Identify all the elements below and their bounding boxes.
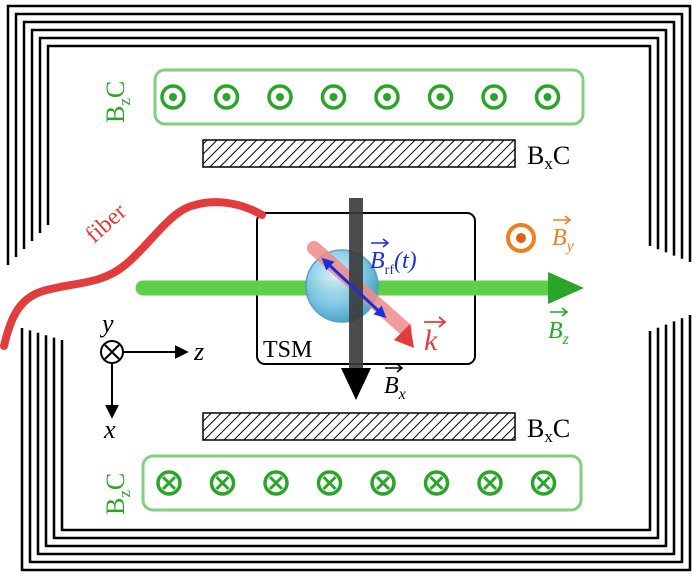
brf-label: Brf(t): [370, 248, 417, 278]
bx-coil-bottom: [202, 412, 516, 441]
coordinate-axes: y z x: [99, 309, 204, 444]
by-label: By: [552, 225, 575, 255]
cross-in-circle-icon-mark: [536, 475, 551, 491]
k-label: k: [424, 324, 438, 357]
shield-layer-bottom: [52, 327, 660, 540]
by-vector-arrow: [553, 215, 572, 225]
shield-layer-bottom: [20, 315, 692, 572]
bzc-top-label: BzC: [101, 81, 134, 123]
bxc-bottom-label: BxC: [527, 414, 570, 446]
shield-layer-top: [30, 28, 668, 253]
tsm-label: TSM: [263, 337, 312, 363]
by-out-of-plane-icon: [506, 223, 536, 253]
bzc-bottom-label: BzC: [101, 473, 134, 515]
axis-x-label: x: [103, 415, 116, 444]
dot-in-circle-icon-center: [329, 93, 338, 101]
dot-in-circle-icon-center: [383, 93, 391, 101]
shield-layer-bottom: [28, 318, 684, 564]
shield-layer-top: [38, 36, 660, 250]
cross-in-circle-icon-mark: [482, 475, 498, 491]
shield-layer-top: [46, 44, 652, 246]
shield-layer-bottom: [60, 331, 652, 532]
cross-in-circle-icon-mark: [268, 475, 284, 491]
shield-layer-top: [14, 12, 684, 259]
cross-in-circle-icon-mark: [322, 475, 337, 491]
dot-in-circle-icon-group: [160, 84, 561, 110]
bx-label: Bx: [384, 373, 406, 403]
bxc-top-label: BxC: [527, 141, 570, 173]
cross-in-circle-icon-mark: [429, 475, 444, 491]
bx-coil-top: [202, 139, 516, 168]
fiber-label: fiber: [81, 199, 132, 249]
bz-coil-bottom: [141, 454, 583, 512]
dot-in-circle-icon-center: [222, 93, 231, 101]
bz-coil-top-frame: [153, 68, 585, 126]
bz-coil-bottom-frame: [141, 454, 583, 512]
axis-y-label: y: [99, 309, 114, 338]
cross-in-circle-icon-mark: [215, 475, 230, 491]
bz-coil-top: [153, 68, 585, 126]
cross-in-circle-icon-mark: [161, 475, 177, 491]
dot-in-circle-icon-center: [543, 93, 552, 101]
k-arrowhead: [394, 324, 414, 348]
fiber: [0, 198, 266, 350]
dot-in-circle-icon-center: [436, 93, 445, 101]
bz-label: Bz: [548, 318, 570, 348]
shield-layer-top: [22, 20, 676, 256]
bz-vector-arrow: [550, 307, 569, 317]
axis-z-label: z: [193, 337, 204, 366]
shield-layer-bottom: [36, 321, 676, 556]
shield-layer-top: [6, 4, 692, 265]
brf-vector-arrow: [371, 238, 390, 248]
dot-in-circle-icon-center: [490, 93, 498, 101]
bx-arrowhead: [341, 368, 371, 400]
cross-in-circle-icon-mark: [375, 475, 391, 491]
bx-vector-arrow: [385, 363, 404, 373]
bz-arrowhead: [548, 272, 584, 304]
magnetic-shield: [6, 4, 692, 572]
cross-in-circle-icon-group: [156, 470, 557, 496]
k-vector-arrow: [424, 316, 447, 328]
shield-layer-bottom: [44, 324, 668, 548]
brf-arrow: [321, 257, 387, 319]
dot-in-circle-icon-center: [169, 93, 177, 101]
dot-in-circle-icon-center: [276, 93, 284, 101]
